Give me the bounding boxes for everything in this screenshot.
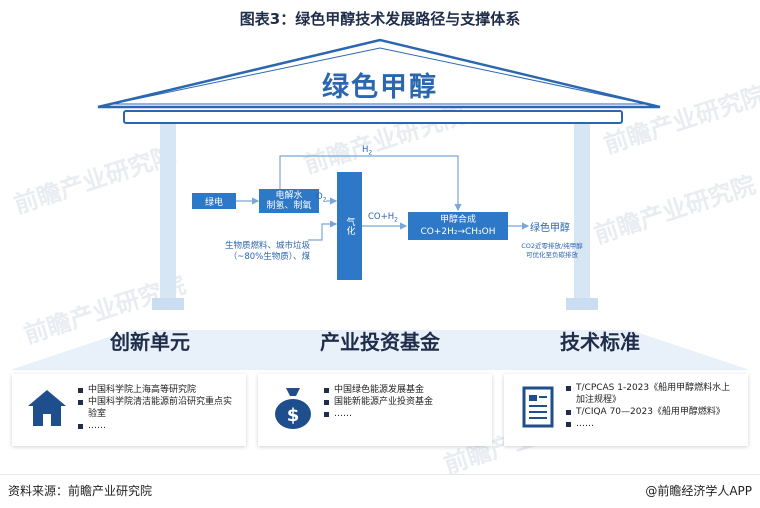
- gasification-node: 气化: [337, 172, 362, 280]
- roof-label: 绿色甲醇: [322, 72, 438, 103]
- column-title-fund: 产业投资基金: [320, 330, 440, 354]
- o2-label: O2: [316, 192, 327, 204]
- list-item: 中国科学院上海高等研究院: [78, 384, 238, 396]
- footer-divider: [0, 474, 760, 475]
- electrolysis-sublabel: 制氢、制氧: [266, 201, 312, 211]
- right-pillar-base: [566, 298, 598, 310]
- electrolysis-node: 电解水 制氢、制氧: [259, 189, 319, 213]
- list-item: 国能新能源产业投资基金: [324, 396, 484, 408]
- roof-beam: [123, 110, 623, 124]
- biomass-label: 生物质燃料、城市垃圾 （~80%生物质）、煤: [224, 241, 310, 262]
- fund-card: $ 中国绿色能源发展基金 国能新能源产业投资基金 ……: [258, 374, 492, 446]
- synthesis-equation: CO+2H₂→CH₃OH: [420, 227, 496, 237]
- list-item: ……: [566, 418, 738, 430]
- green-power-node: 绿电: [192, 193, 236, 209]
- co-h2-label: CO+H2: [368, 212, 398, 224]
- emission-note: CO2近零排放/纯甲醇 可优化至负碳排放: [521, 242, 583, 259]
- page-title: 图表3：绿色甲醇技术发展路径与支撑体系: [239, 10, 521, 28]
- column-title-standard: 技术标准: [560, 330, 640, 354]
- gasification-label: 气化: [344, 217, 355, 235]
- synthesis-label: 甲醇合成: [439, 215, 476, 225]
- electrolysis-label: 电解水: [275, 191, 303, 201]
- left-pillar-base: [152, 298, 184, 310]
- standard-card: T/CPCAS 1-2023《船用甲醇燃料水上加注规程》 T/CIQA 70—2…: [504, 374, 748, 446]
- left-pillar: [160, 124, 176, 300]
- column-title-innovation: 创新单元: [110, 330, 190, 354]
- document-icon: [522, 386, 554, 428]
- list-item: T/CIQA 70—2023《船用甲醇燃料》: [566, 406, 738, 418]
- brand-note: @前瞻经济学人APP: [645, 484, 752, 498]
- innovation-card: 中国科学院上海高等研究院 中国科学院清洁能源前沿研究重点实验室 ……: [12, 374, 246, 446]
- list-item: 中国绿色能源发展基金: [324, 384, 484, 396]
- output-label: 绿色甲醇: [530, 223, 570, 234]
- list-item: ……: [78, 420, 238, 432]
- right-pillar: [574, 124, 590, 300]
- house-icon: [28, 390, 66, 426]
- money-bag-icon: $: [275, 388, 311, 429]
- methanol-synthesis-node: 甲醇合成 CO+2H₂→CH₃OH: [408, 212, 508, 240]
- h2-label: H2: [362, 145, 373, 157]
- svg-text:$: $: [287, 405, 300, 426]
- list-item: T/CPCAS 1-2023《船用甲醇燃料水上加注规程》: [566, 382, 738, 406]
- list-item: ……: [324, 408, 484, 420]
- list-item: 中国科学院清洁能源前沿研究重点实验室: [78, 396, 238, 420]
- source-note: 资料来源：前瞻产业研究院: [8, 484, 153, 498]
